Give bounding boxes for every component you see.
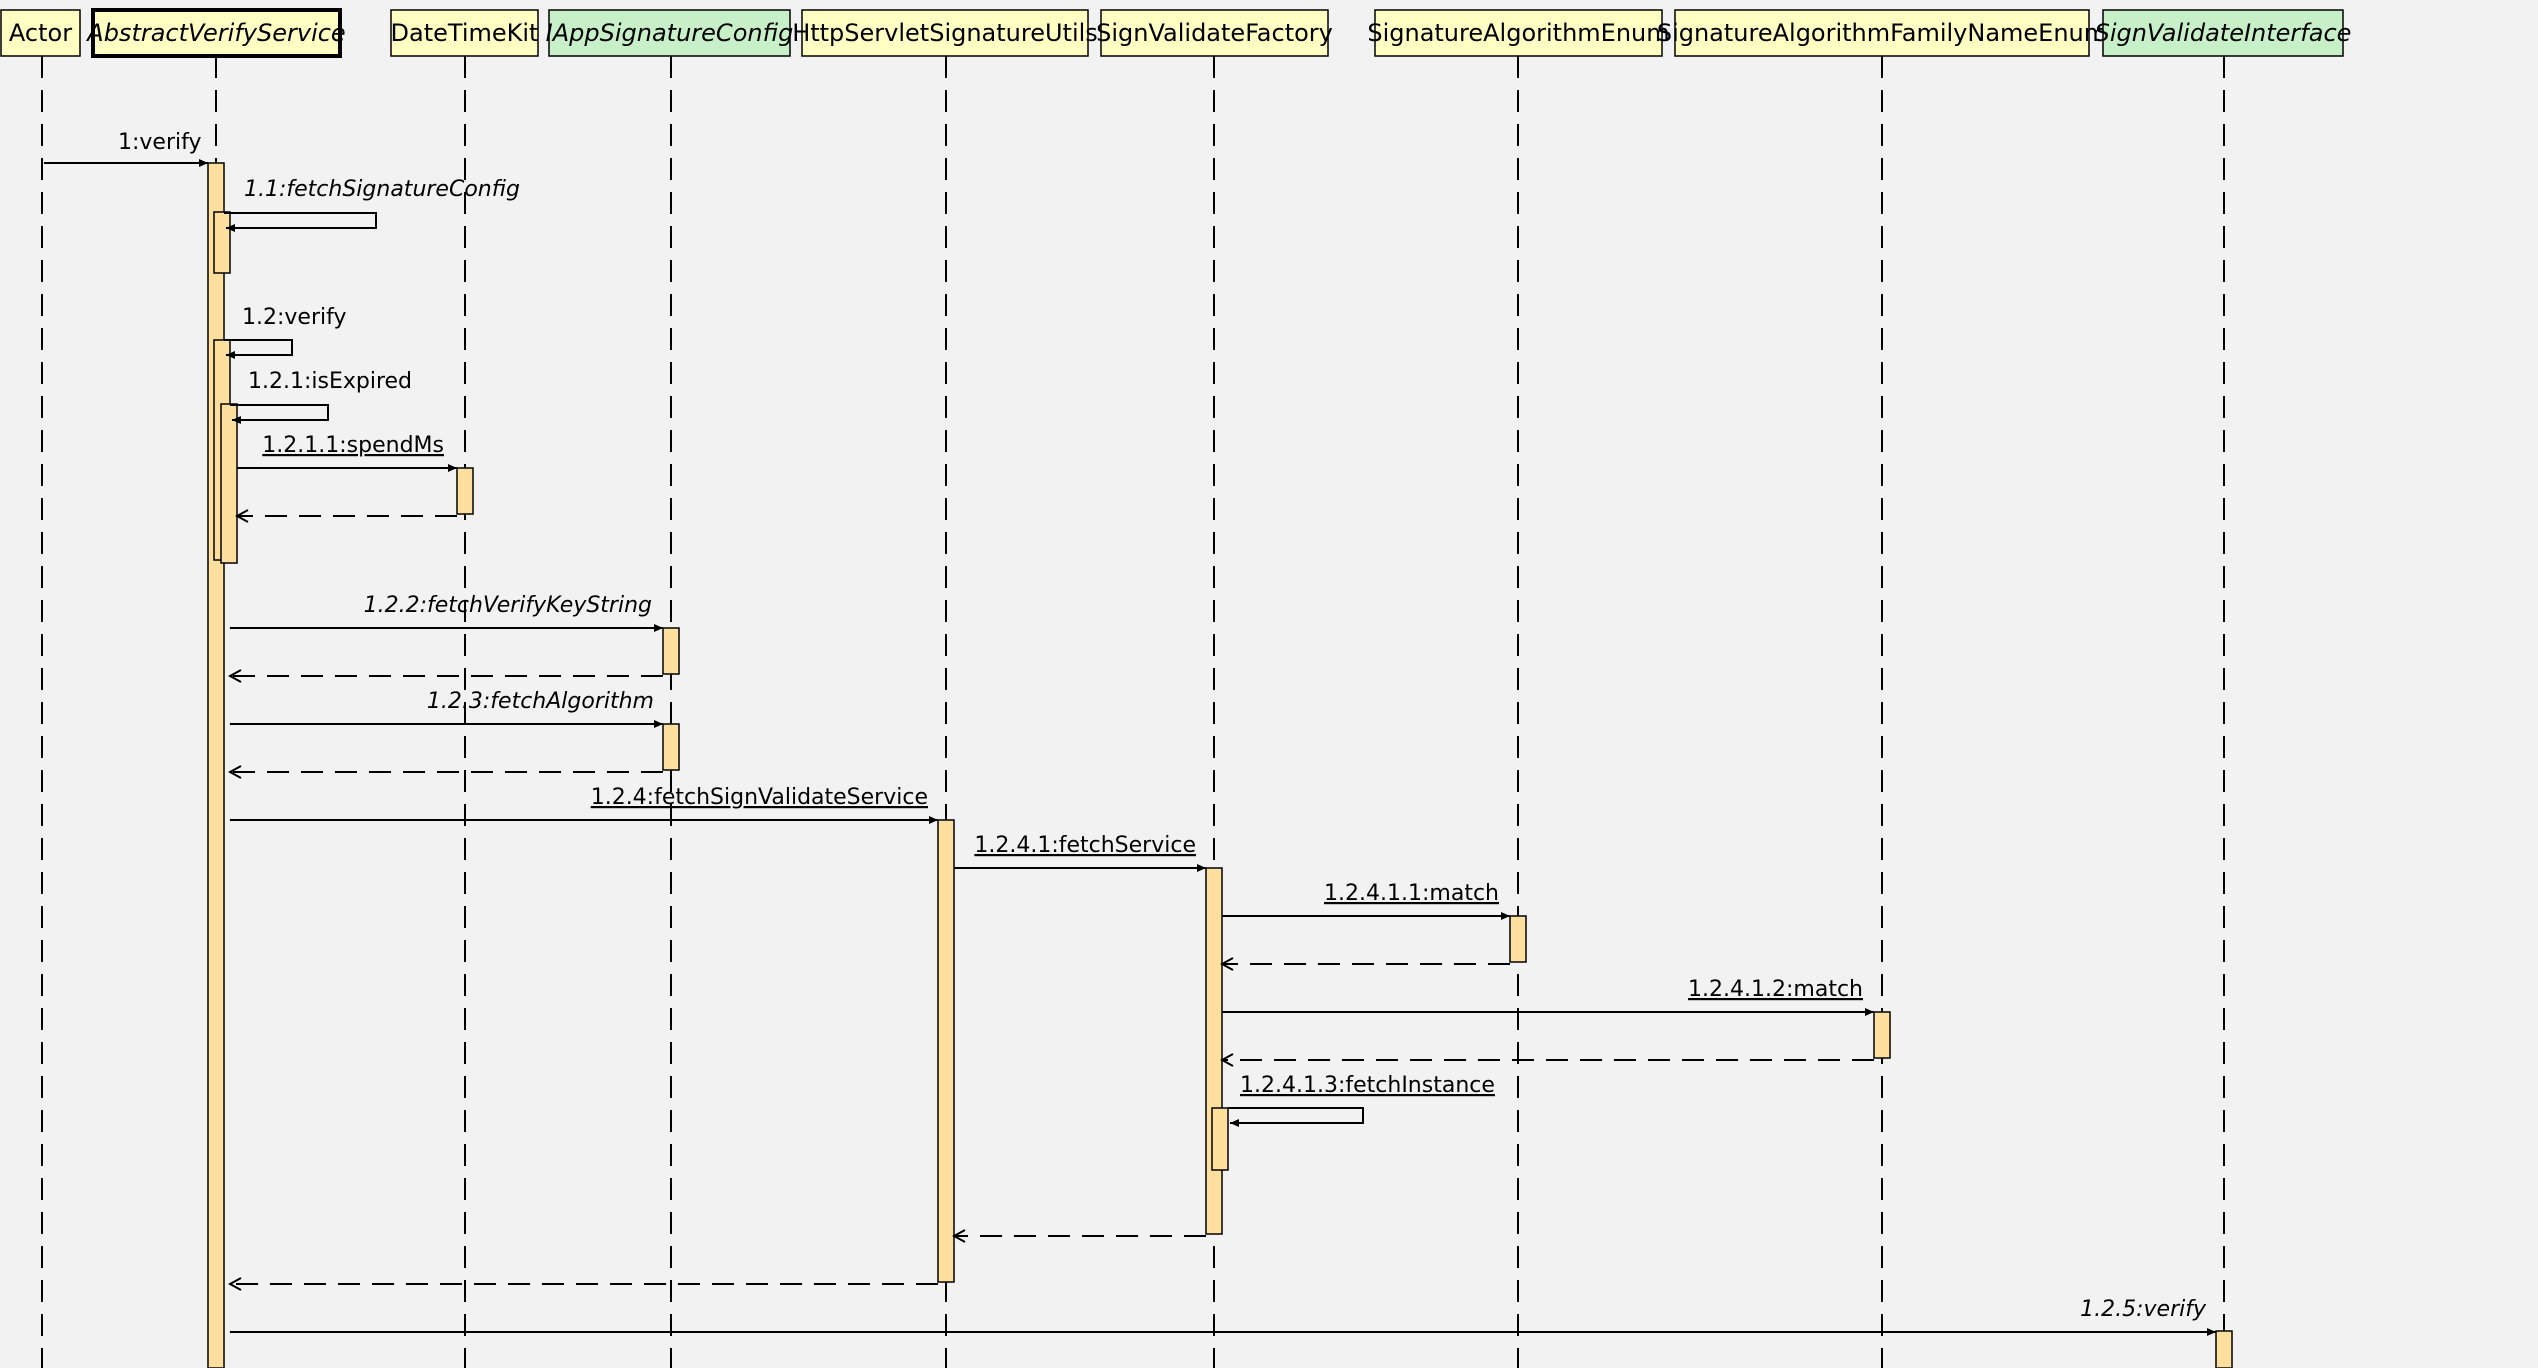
self-message-arrow [224,212,377,232]
self-message-arrow [1228,1107,1364,1127]
participant-box [0,9,81,57]
participant-label: SignatureAlgorithmEnum [1367,19,1669,47]
participant-box [1674,9,2090,57]
message-spend-ms[interactable]: 1.2.1.1:spendMs [237,433,457,472]
activation-bar [1205,867,1223,1235]
participant-http-servlet-signature-utils[interactable]: HttpServletSignatureUtils [792,9,1098,57]
participant-sign-validate-interface[interactable]: SignValidateInterface [2095,9,2352,57]
participant-box [91,8,342,58]
participant-box [390,9,539,57]
participant-box [1374,9,1663,57]
participant-sign-validate-factory[interactable]: SignValidateFactory [1096,9,1333,57]
participant-abstract-verify-service[interactable]: AbstractVerifyService [85,8,346,58]
message-fetch-sign-validate-service[interactable]: 1.2.4:fetchSignValidateService [230,785,938,824]
participant-signature-algorithm-family-name-enum[interactable]: SignatureAlgorithmFamilyNameEnum [1657,9,2107,57]
participant-label: HttpServletSignatureUtils [792,19,1098,47]
message-fetch-signature-config[interactable]: 1.1:fetchSignatureConfig [224,177,520,232]
activation-bar [662,627,680,675]
participant-actor[interactable]: Actor [0,9,81,57]
message-fetch-instance[interactable]: 1.2.4.1.3:fetchInstance [1228,1073,1495,1127]
self-message-arrow [224,339,293,359]
participant-label: Actor [9,19,72,47]
participant-label: DateTimeKit [391,19,539,47]
message-label: 1.2.1.1:spendMs [262,433,444,458]
activation-bar [662,723,680,771]
lifelines [41,56,2225,1368]
activation-bar [213,211,231,274]
message-label: 1.2.2:fetchVerifyKeyString [364,593,652,618]
messages: 1:verify 1.1:fetchSignatureConfig 1.2:veri… [44,130,2216,1336]
message-label: 1.2:verify [242,305,347,330]
message-is-expired[interactable]: 1.2.1:isExpired [230,369,412,424]
message-match[interactable]: 1.2.4.1.2:match [1222,977,1874,1016]
participant-box [1100,9,1329,57]
message-fetch-verify-key-string[interactable]: 1.2.2:fetchVerifyKeyString [230,593,663,632]
message-label: 1.2.1:isExpired [248,369,412,394]
participant-box [2102,9,2344,57]
message-label: 1.2.5:verify [2080,1297,2207,1322]
self-message-arrow [230,404,329,424]
message-match[interactable]: 1.2.4.1.1:match [1222,881,1510,920]
message-label: 1.2.4.1.1:match [1324,881,1499,906]
message-label: 1.2.4.1.2:match [1688,977,1863,1002]
message-label: 1:verify [118,130,202,155]
message-label: 1.2.4.1.3:fetchInstance [1240,1073,1495,1098]
message-label: 1.2.4:fetchSignValidateService [591,785,928,810]
participant-box [801,9,1089,57]
activation-bar [1211,1107,1229,1171]
participant-label: SignValidateFactory [1096,19,1333,47]
activation-bar [937,819,955,1283]
participant-iapp-signature-config[interactable]: IAppSignatureConfig [546,9,794,57]
activation-bar [2215,1330,2233,1368]
participant-box [548,9,791,57]
message-label: 1.2.3:fetchAlgorithm [427,689,654,714]
message-verify[interactable]: 1:verify [44,130,208,167]
message-fetch-service[interactable]: 1.2.4.1:fetchService [954,833,1206,872]
message-label: 1.2.4.1:fetchService [974,833,1196,858]
message-verify[interactable]: 1.2.5:verify [230,1297,2216,1336]
message-verify[interactable]: 1.2:verify [224,305,347,359]
participant-label: SignatureAlgorithmFamilyNameEnum [1657,19,2107,47]
activation-bar [1873,1011,1891,1059]
activation-bar [456,467,474,515]
message-label: 1.1:fetchSignatureConfig [244,177,520,202]
activation-bar [220,403,238,564]
activations [207,162,2233,1368]
participant-label: SignValidateInterface [2095,19,2352,47]
message-fetch-algorithm[interactable]: 1.2.3:fetchAlgorithm [230,689,663,728]
participant-label: IAppSignatureConfig [546,19,794,47]
participant-signature-algorithm-enum[interactable]: SignatureAlgorithmEnum [1367,9,1670,57]
participant-label: AbstractVerifyService [85,19,345,47]
activation-bar [1509,915,1527,963]
participant-date-time-kit[interactable]: DateTimeKit [390,9,539,57]
